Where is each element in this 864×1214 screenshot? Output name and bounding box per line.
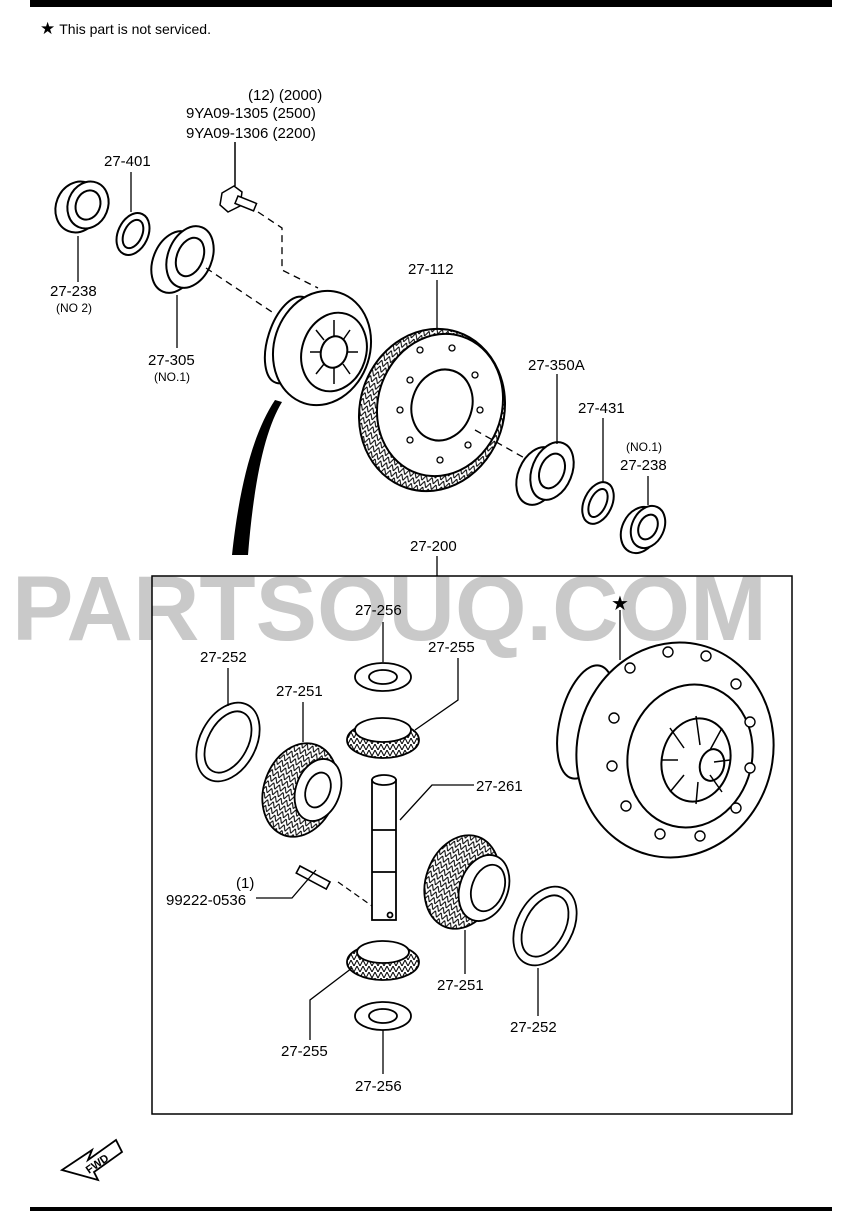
pinion-gear-top <box>346 717 420 759</box>
shim-left <box>115 212 151 256</box>
pin-label: 99222-0536 <box>166 892 246 909</box>
oil-seal-right <box>619 504 667 555</box>
detail-callout-arrow <box>232 400 282 555</box>
case-star-icon: ★ <box>611 591 629 615</box>
seal-left-sublabel: (NO 2) <box>56 301 92 315</box>
watermark: PARTSOUQ.COM <box>12 558 767 660</box>
bolt-pn2-label: 9YA09-1306 (2200) <box>186 125 316 142</box>
bearing-right-label: 27-350A <box>528 357 585 374</box>
bearing-left-label: 27-305 <box>148 352 195 369</box>
not-serviced-note: ★This part is not serviced. <box>40 19 211 39</box>
pinion-washer-top <box>354 662 412 692</box>
detail-box <box>151 575 793 1115</box>
thrust-washer-left <box>195 701 261 783</box>
thrust-washer-right <box>512 885 578 967</box>
side-gear-right <box>423 834 511 930</box>
top-border <box>30 0 832 7</box>
bottom-border <box>30 1207 832 1211</box>
washer-bottom-label: 27-256 <box>355 1078 402 1095</box>
seal-right-sublabel: (NO.1) <box>626 440 662 454</box>
pinion-shaft <box>371 774 397 921</box>
shim-right <box>581 481 615 525</box>
washer-top-label: 27-256 <box>355 602 402 619</box>
pinion-washer-bottom <box>354 1001 412 1031</box>
star-icon: ★ <box>40 19 56 38</box>
ring-gear-bolt <box>219 142 258 213</box>
bolt-pn1-label: 9YA09-1305 (2500) <box>186 105 316 122</box>
lock-pin <box>295 864 332 891</box>
bolt-guide-line <box>257 211 319 289</box>
differential-case <box>556 641 775 859</box>
side-gear-left <box>261 742 343 838</box>
shim-left-label: 27-401 <box>104 153 151 170</box>
bearing-right <box>515 441 575 506</box>
pinion-gear-bottom <box>346 940 420 981</box>
seal-left-label: 27-238 <box>50 283 97 300</box>
seal-right-label: 27-238 <box>620 457 667 474</box>
pinion-top-label: 27-255 <box>428 639 475 656</box>
side-gear-right-label: 27-251 <box>437 977 484 994</box>
thrust-left-label: 27-252 <box>200 649 247 666</box>
forward-arrow-icon <box>59 1138 124 1182</box>
diff-assy-label: 27-200 <box>410 538 457 555</box>
note-text: This part is not serviced. <box>59 21 211 37</box>
shim-right-label: 27-431 <box>578 400 625 417</box>
differential-case-upper <box>263 289 373 407</box>
side-gear-left-label: 27-251 <box>276 683 323 700</box>
thrust-right-label: 27-252 <box>510 1019 557 1036</box>
pinion-bottom-label: 27-255 <box>281 1043 328 1060</box>
oil-seal-left <box>54 180 110 234</box>
bolt-qty-label: (12) (2000) <box>248 87 322 104</box>
bearing-left-sublabel: (NO.1) <box>154 370 190 384</box>
ring-gear <box>357 327 507 493</box>
bearing-left <box>150 225 215 294</box>
shaft-label: 27-261 <box>476 778 523 795</box>
pin-qty-label: (1) <box>236 875 254 892</box>
ring-gear-label: 27-112 <box>408 261 454 278</box>
